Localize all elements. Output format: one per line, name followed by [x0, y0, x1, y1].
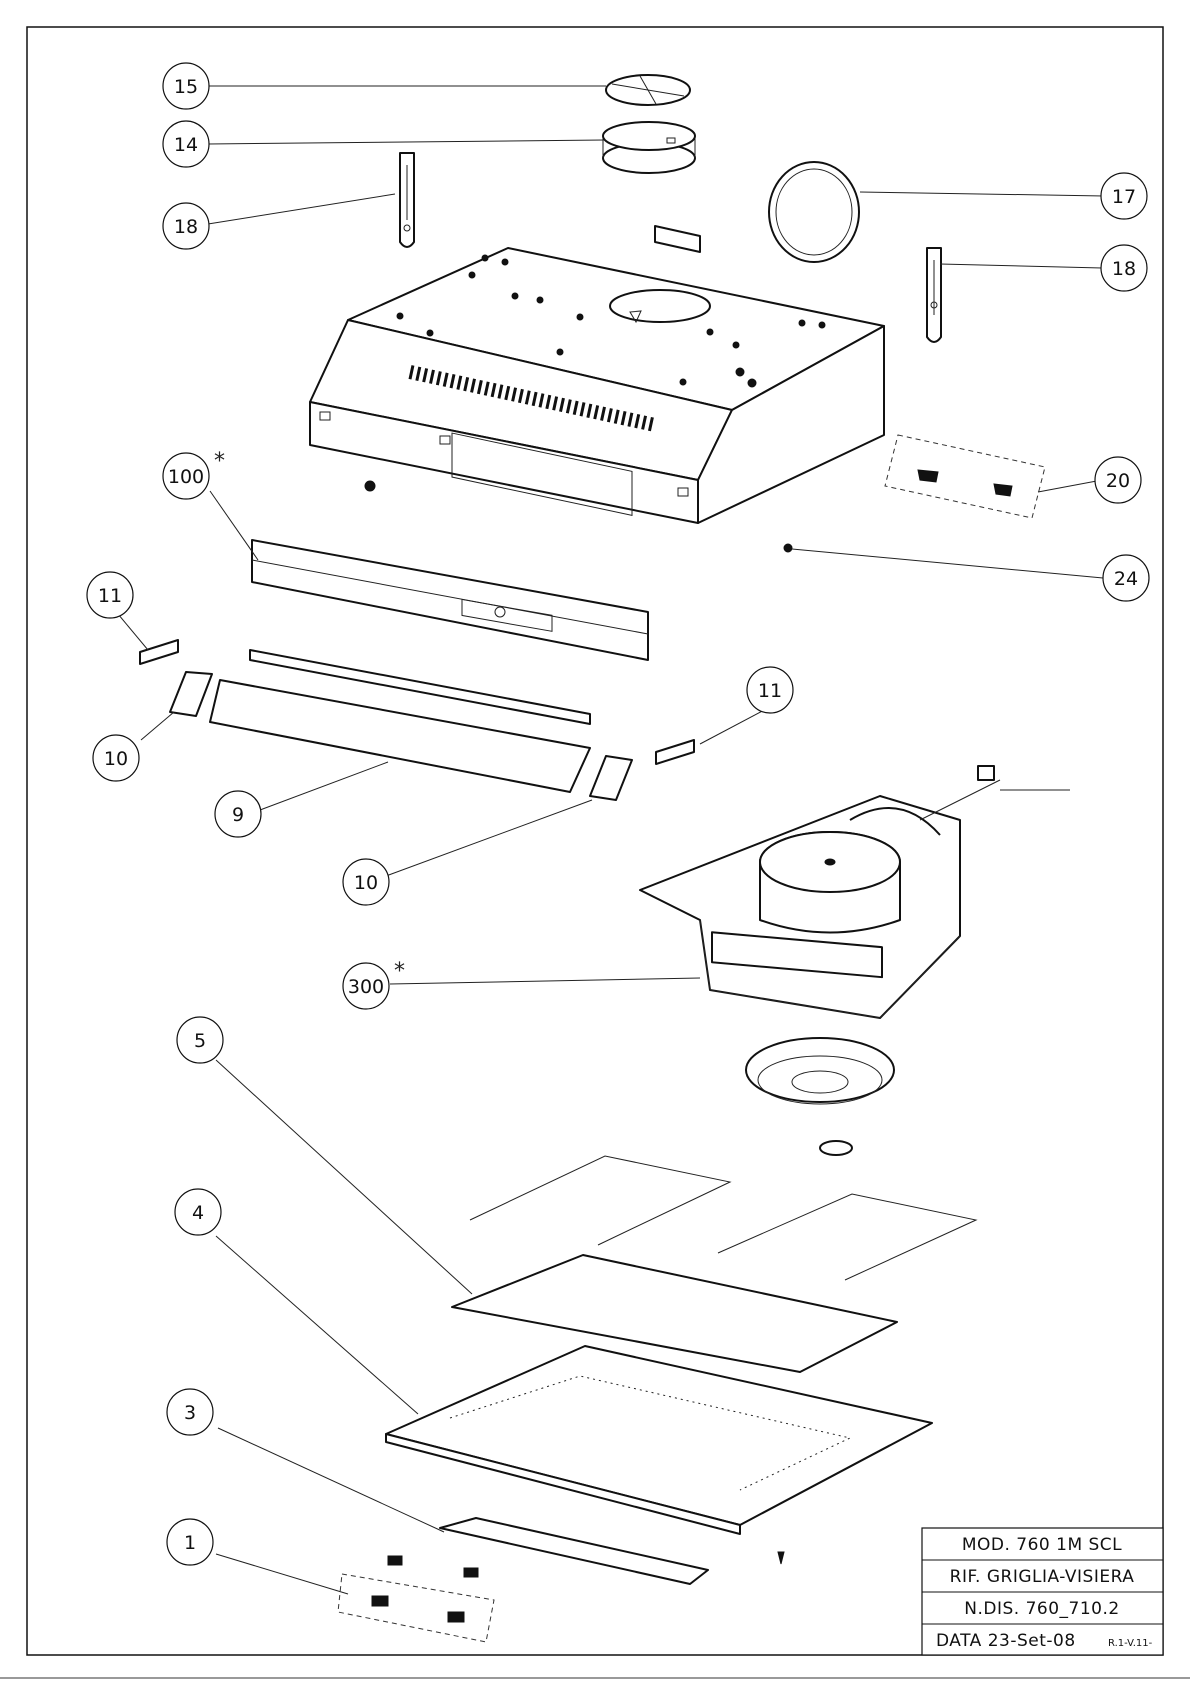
part-filter-frame-right — [717, 1193, 978, 1281]
svg-text:5: 5 — [194, 1030, 206, 1052]
part-fan-ring — [745, 1037, 895, 1156]
part-grille-panel-4 — [385, 1345, 933, 1535]
svg-text:14: 14 — [174, 134, 198, 156]
callout-100: 100 * — [162, 449, 225, 500]
part-hinge-set — [884, 434, 1046, 519]
title-block-revision: R.1-V.11- — [1108, 1638, 1153, 1649]
part-hinge-right — [589, 755, 633, 801]
part-wall-bracket-right — [926, 247, 942, 343]
part-end-clip-left — [139, 639, 179, 665]
part-fastener-set-1 — [337, 1555, 495, 1643]
svg-text:11: 11 — [98, 585, 122, 607]
part-front-panel-3 — [439, 1517, 709, 1585]
svg-text:20: 20 — [1106, 470, 1130, 492]
title-block-reference: RIF. GRIGLIA-VISIERA — [950, 1567, 1135, 1587]
part-top-clip — [654, 225, 701, 253]
svg-text:17: 17 — [1112, 186, 1136, 208]
callout-300: 300 * — [342, 959, 405, 1010]
title-block-drawing-no: N.DIS. 760_710.2 — [964, 1599, 1119, 1619]
callout-14: 14 — [162, 120, 210, 168]
part-small-screw-24 — [783, 543, 793, 553]
asterisk-mark-300: * — [394, 959, 405, 984]
callout-11-left: 11 — [86, 571, 134, 619]
part-gasket-ring — [768, 161, 860, 263]
part-end-clip-right — [655, 739, 695, 765]
svg-text:11: 11 — [758, 680, 782, 702]
part-filter-pad-5 — [451, 1254, 898, 1373]
callout-20: 20 — [1094, 456, 1142, 504]
title-block-model: MOD. 760 1M SCL — [962, 1535, 1122, 1555]
part-hood-body — [309, 247, 885, 524]
asterisk-mark-100: * — [214, 449, 225, 474]
part-filter-frame-left — [469, 1155, 732, 1246]
part-profile-rail — [249, 649, 591, 725]
callout-10-left: 10 — [92, 734, 140, 782]
callout-15: 15 — [162, 62, 210, 110]
callout-18-right: 18 — [1100, 244, 1148, 292]
sheet-border — [26, 26, 1164, 1656]
callout-10-right: 10 — [342, 858, 390, 906]
part-bottom-screw — [777, 1551, 785, 1565]
callout-1: 1 — [166, 1518, 214, 1566]
callout-5: 5 — [176, 1016, 224, 1064]
callout-24: 24 — [1102, 554, 1150, 602]
part-outlet-collar — [602, 121, 696, 174]
callout-11-right: 11 — [746, 666, 794, 714]
svg-text:10: 10 — [104, 748, 128, 770]
callout-17: 17 — [1100, 172, 1148, 220]
svg-text:4: 4 — [192, 1202, 204, 1224]
svg-text:10: 10 — [354, 872, 378, 894]
callout-4: 4 — [174, 1188, 222, 1236]
svg-text:24: 24 — [1114, 568, 1138, 590]
svg-text:300: 300 — [348, 976, 384, 998]
svg-text:100: 100 — [168, 466, 204, 488]
title-block-date: DATA 23-Set-08 — [936, 1631, 1076, 1651]
callout-3: 3 — [166, 1388, 214, 1436]
svg-text:9: 9 — [232, 804, 244, 826]
svg-text:15: 15 — [174, 76, 198, 98]
title-block: MOD. 760 1M SCL RIF. GRIGLIA-VISIERA N.D… — [921, 1527, 1164, 1656]
part-glass-visor-9 — [209, 679, 591, 793]
part-front-visor-100 — [251, 539, 649, 661]
leader-lines — [117, 85, 1105, 1595]
callout-18-left: 18 — [162, 202, 210, 250]
part-hinge-left — [169, 671, 213, 717]
part-wall-bracket-left — [399, 152, 415, 248]
svg-text:18: 18 — [174, 216, 198, 238]
svg-text:18: 18 — [1112, 258, 1136, 280]
svg-text:3: 3 — [184, 1402, 196, 1424]
part-motor-unit-300 — [639, 765, 1070, 1019]
callout-9: 9 — [214, 790, 262, 838]
part-grid-disc — [605, 74, 691, 106]
svg-text:1: 1 — [184, 1532, 196, 1554]
